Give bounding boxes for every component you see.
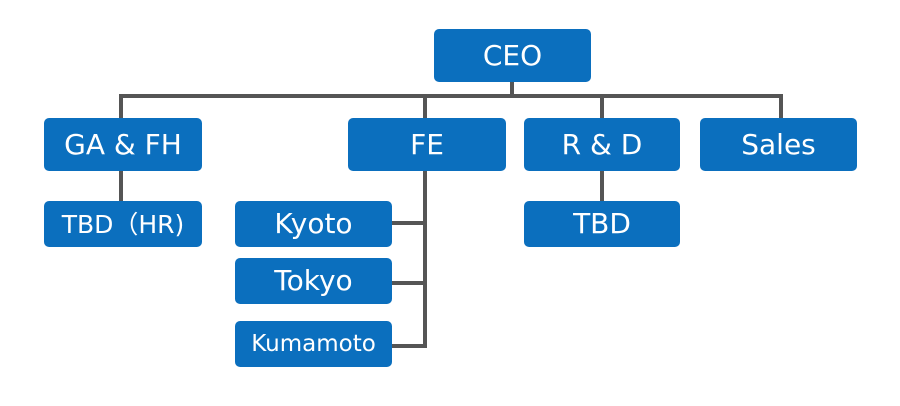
node-fe: FE xyxy=(348,118,506,171)
node-tbd: TBD xyxy=(524,201,680,247)
node-rd: R & D xyxy=(524,118,680,171)
node-ga-fh: GA & FH xyxy=(44,118,202,171)
node-kyoto: Kyoto xyxy=(235,201,392,247)
node-tbd-hr: TBD（HR) xyxy=(44,201,202,247)
node-ceo: CEO xyxy=(434,29,591,82)
node-kumamoto: Kumamoto xyxy=(235,321,392,367)
node-sales: Sales xyxy=(700,118,857,171)
node-tokyo: Tokyo xyxy=(235,258,392,304)
